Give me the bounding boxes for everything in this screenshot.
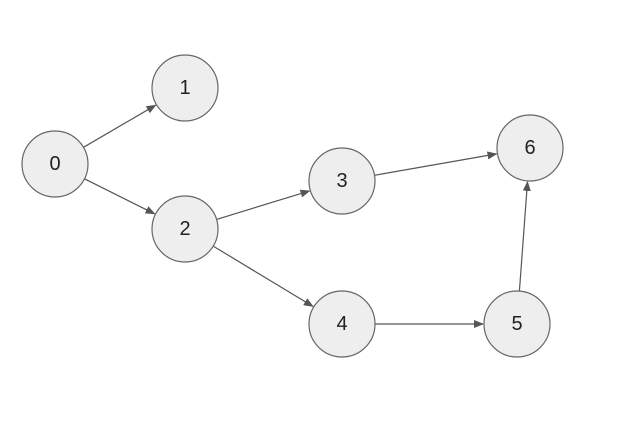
node-6: 6 <box>496 114 564 182</box>
node-2: 2 <box>151 195 219 263</box>
node-circle <box>483 290 551 358</box>
node-label: 0 <box>49 153 60 175</box>
node-circle <box>151 195 219 263</box>
node-label: 1 <box>179 77 190 99</box>
node-label: 6 <box>524 137 535 159</box>
edge-2-to-4 <box>212 245 314 307</box>
edge-0-to-1 <box>83 104 157 148</box>
node-circle <box>496 114 564 182</box>
node-circle <box>308 147 376 215</box>
edge-3-to-6 <box>374 151 498 176</box>
node-circle <box>151 54 219 122</box>
node-5: 5 <box>483 290 551 358</box>
edge-5-to-6 <box>518 180 531 292</box>
nodes-layer: 0 1 2 3 4 5 6 <box>21 54 564 358</box>
node-circle <box>308 290 376 358</box>
node-3: 3 <box>308 147 376 215</box>
node-label: 4 <box>336 313 347 335</box>
node-4: 4 <box>308 290 376 358</box>
edge-2-to-3 <box>216 189 311 220</box>
node-label: 3 <box>336 170 347 192</box>
node-1: 1 <box>151 54 219 122</box>
node-circle <box>21 130 89 198</box>
node-0: 0 <box>21 130 89 198</box>
node-label: 2 <box>179 218 190 240</box>
edges-layer <box>83 104 531 328</box>
edge-0-to-2 <box>84 178 156 215</box>
node-label: 5 <box>511 313 522 335</box>
